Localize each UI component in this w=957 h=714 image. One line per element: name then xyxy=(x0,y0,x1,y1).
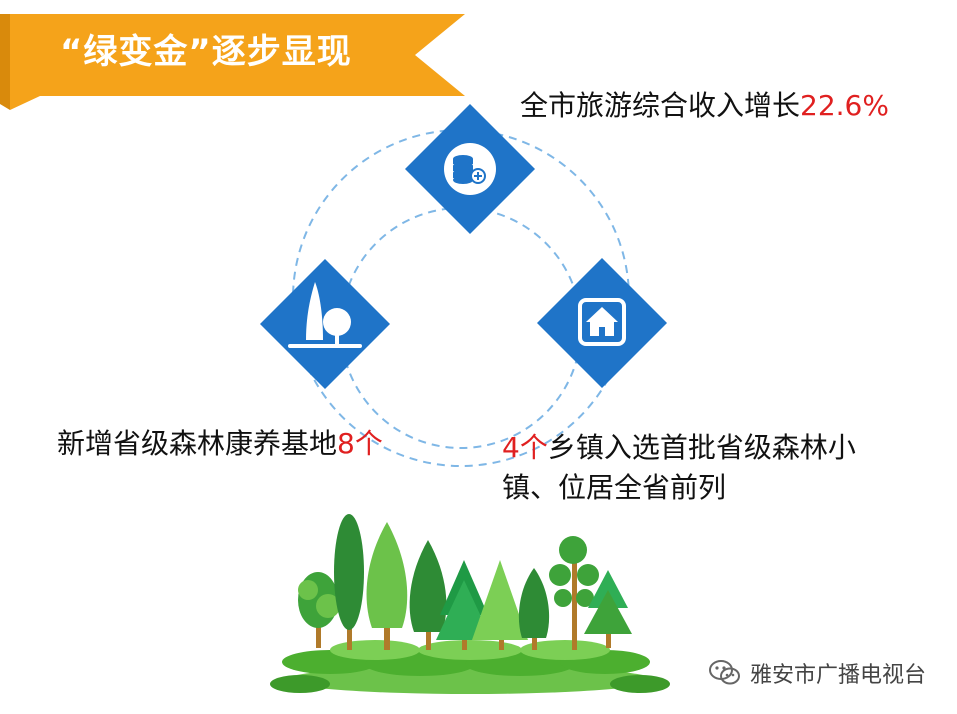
wechat-icon xyxy=(709,660,740,685)
title-banner xyxy=(0,14,465,110)
forest-base-caption: 新增省级森林康养基地8个 xyxy=(57,424,383,464)
tourism-value: 22.6% xyxy=(800,89,889,122)
forest-base-text: 新增省级森林康养基地 xyxy=(57,427,338,460)
tree-icon xyxy=(288,282,362,348)
page-title: “绿变金”逐步显现 xyxy=(60,32,352,72)
tourism-caption: 全市旅游综合收入增长22.6% xyxy=(520,86,889,126)
watermark-text: 雅安市广播电视台 xyxy=(750,663,927,688)
coins-add-icon xyxy=(453,155,486,184)
forest-base-value: 8个 xyxy=(337,427,383,460)
forest-town-caption-line1: 4个乡镇入选首批省级森林小 xyxy=(502,428,856,468)
tourism-text: 全市旅游综合收入增长 xyxy=(520,89,801,122)
forest-town-value: 4个 xyxy=(502,431,548,464)
ground xyxy=(270,640,670,694)
forest-town-caption-line2: 镇、位居全省前列 xyxy=(502,471,727,504)
forest-town-text-1: 乡镇入选首批省级森林小 xyxy=(547,431,856,464)
home-icon xyxy=(586,307,618,336)
forest-base-diamond xyxy=(260,259,390,389)
tree-canopies xyxy=(298,514,632,640)
watermark: 雅安市广播电视台 xyxy=(708,656,926,690)
forest-town-diamond xyxy=(537,258,667,388)
tourism-diamond xyxy=(405,104,535,234)
